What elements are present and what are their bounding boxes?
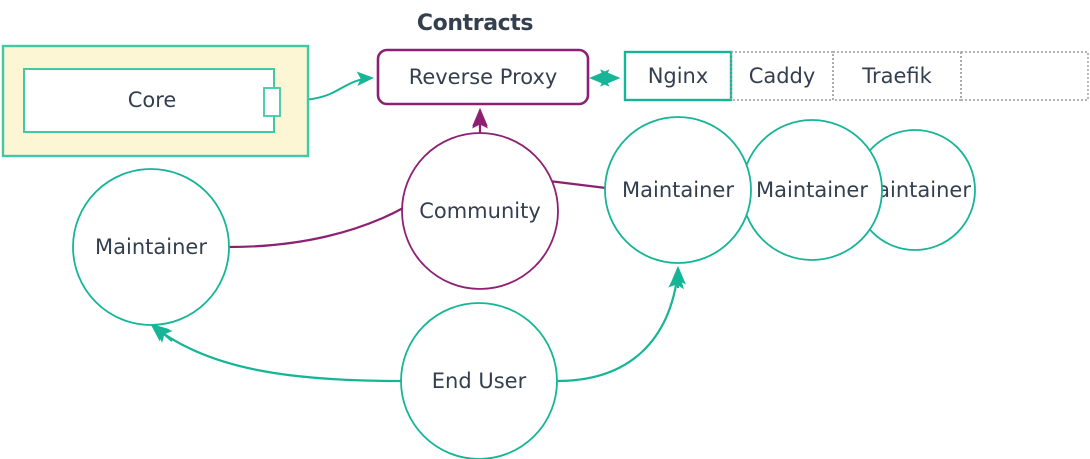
- circle-community[interactable]: [401, 132, 559, 290]
- edge-end-user-to-maintainer-left: [150, 323, 402, 383]
- core-port-icon: [263, 87, 281, 117]
- diagram-title: Contracts: [417, 11, 533, 36]
- option-cell-nginx-label: Nginx: [648, 64, 709, 88]
- arrowhead-end-user-to-maintainer-left: [153, 324, 173, 343]
- circle-maintainer-a-label: Maintainer: [622, 178, 734, 202]
- option-cell-traefik-label: Traefik: [861, 64, 932, 88]
- core-box-label: Core: [128, 88, 177, 112]
- option-cell-caddy-label: Caddy: [749, 64, 816, 88]
- circle-end-user[interactable]: [400, 302, 558, 459]
- core-box[interactable]: [23, 68, 275, 133]
- edge-end-user-to-maintainer-a: [556, 269, 684, 383]
- option-cell-empty[interactable]: [960, 51, 1089, 101]
- edge-maintainer-left-to-community: [228, 206, 406, 249]
- reverse-proxy-box[interactable]: [376, 48, 590, 106]
- option-cell-nginx[interactable]: [623, 50, 733, 102]
- circle-end-user-label: End User: [432, 369, 527, 393]
- reverse-proxy-label: Reverse Proxy: [409, 65, 558, 89]
- circle-maintainer-b-label: Maintainer: [756, 178, 868, 202]
- circle-maintainer-left-label: Maintainer: [95, 235, 207, 259]
- circle-community-label: Community: [419, 199, 541, 223]
- circle-maintainer-a[interactable]: [604, 116, 752, 264]
- edge-community-to-maintainer-a: [548, 179, 607, 190]
- circle-maintainer-left[interactable]: [72, 168, 230, 326]
